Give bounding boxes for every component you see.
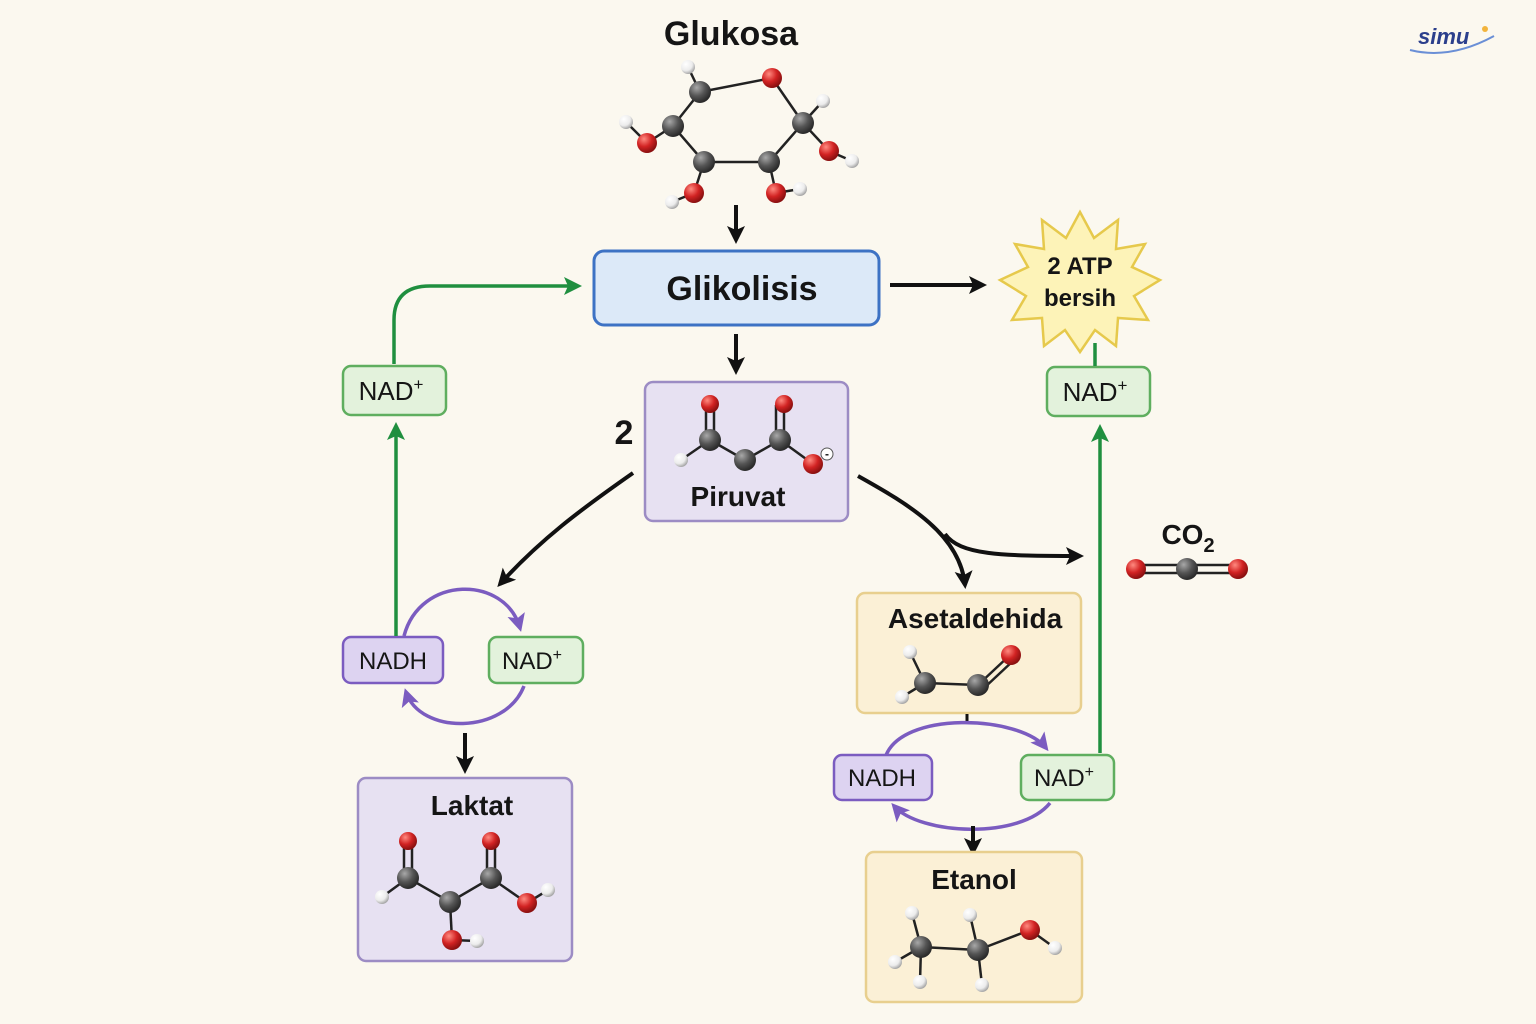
ethanol-label: Etanol: [931, 864, 1017, 895]
acetaldehyde-box: [855, 591, 1083, 715]
logo-swoosh-icon: [1409, 35, 1495, 54]
atp-starburst-icon: [997, 209, 1163, 355]
nad-box-right-top: [1045, 365, 1152, 418]
pyruvate-count: 2: [615, 414, 634, 452]
lactate-box: [356, 776, 574, 963]
arrow-pyruvate-to-lactate-branch: [497, 471, 635, 587]
pyruvate-molecule-icon: [674, 395, 834, 474]
green-arrow-nad-to-glycolysis: [392, 277, 582, 364]
nad-label-cycle-right: NAD+: [1034, 764, 1094, 792]
glucose-label: Glukosa: [664, 15, 799, 53]
nadh-label-right: NADH: [848, 765, 916, 792]
cycle-arrow-bottom-left: [401, 685, 526, 726]
atp-label-line1: 2 ATP: [1047, 253, 1112, 280]
nad-box-cycle-right: [1019, 753, 1116, 802]
nad-label-left-top: NAD+: [359, 375, 424, 406]
arrow-to-co2: [943, 532, 1084, 565]
co2-molecule-icon: [1126, 558, 1248, 580]
cycle-arrow-top-left: [402, 587, 525, 637]
atp-label-line2: bersih: [1044, 285, 1116, 312]
glycolysis-box: [592, 249, 881, 327]
nad-label-right-top: NAD+: [1063, 376, 1128, 407]
co2-label: CO2: [1161, 519, 1214, 557]
cycle-arrow-top-right: [883, 720, 1049, 759]
lactate-molecule-icon: [375, 832, 555, 950]
nadh-label-left: NADH: [359, 648, 427, 675]
cycle-arrow-bottom-right: [891, 801, 1052, 831]
nadh-box-right: [832, 753, 934, 802]
logo-dot-icon: [1482, 26, 1488, 32]
acetaldehyde-molecule-icon: [895, 645, 1021, 704]
glycolysis-label: Glikolisis: [666, 270, 817, 308]
acetaldehyde-label: Asetaldehida: [888, 603, 1063, 634]
arrow-pyruvate-to-acetaldehyde: [857, 474, 973, 589]
lactate-label: Laktat: [431, 790, 513, 821]
nad-label-cycle-left: NAD+: [502, 647, 562, 675]
glucose-molecule-icon: [619, 60, 859, 209]
nadh-box-left: [341, 635, 445, 685]
nad-box-left-top: [341, 364, 448, 417]
simu-logo: simu: [1418, 24, 1470, 49]
pyruvate-label: Piruvat: [691, 481, 786, 512]
ethanol-molecule-icon: [888, 906, 1062, 992]
nad-box-cycle-left: [487, 635, 585, 685]
carboxylate-charge: -: [825, 447, 829, 461]
